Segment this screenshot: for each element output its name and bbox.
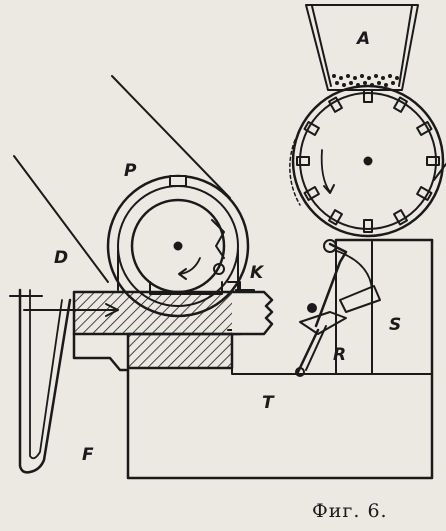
- label-f: F: [82, 445, 94, 465]
- figure-caption: Фиг. 6.: [312, 500, 388, 522]
- label-r: R: [333, 345, 346, 365]
- spring-f: [9, 288, 72, 474]
- swing-arm-s: [314, 239, 381, 328]
- guide-line-right: [111, 75, 231, 199]
- lower-block: [126, 332, 234, 370]
- slide-d: [23, 290, 242, 336]
- feed-drum: [289, 84, 446, 238]
- knife-k: [230, 290, 274, 336]
- guide-line-left: [13, 155, 109, 283]
- label-s: S: [389, 315, 401, 335]
- base-frame: [72, 238, 434, 480]
- label-a: A: [355, 29, 370, 49]
- label-k: K: [250, 263, 265, 283]
- label-p: P: [124, 161, 137, 181]
- lever-r: [295, 303, 347, 377]
- rotor-p: [130, 198, 226, 294]
- label-t: T: [262, 393, 275, 413]
- hopper-a: [305, 4, 419, 91]
- label-d: D: [54, 248, 68, 268]
